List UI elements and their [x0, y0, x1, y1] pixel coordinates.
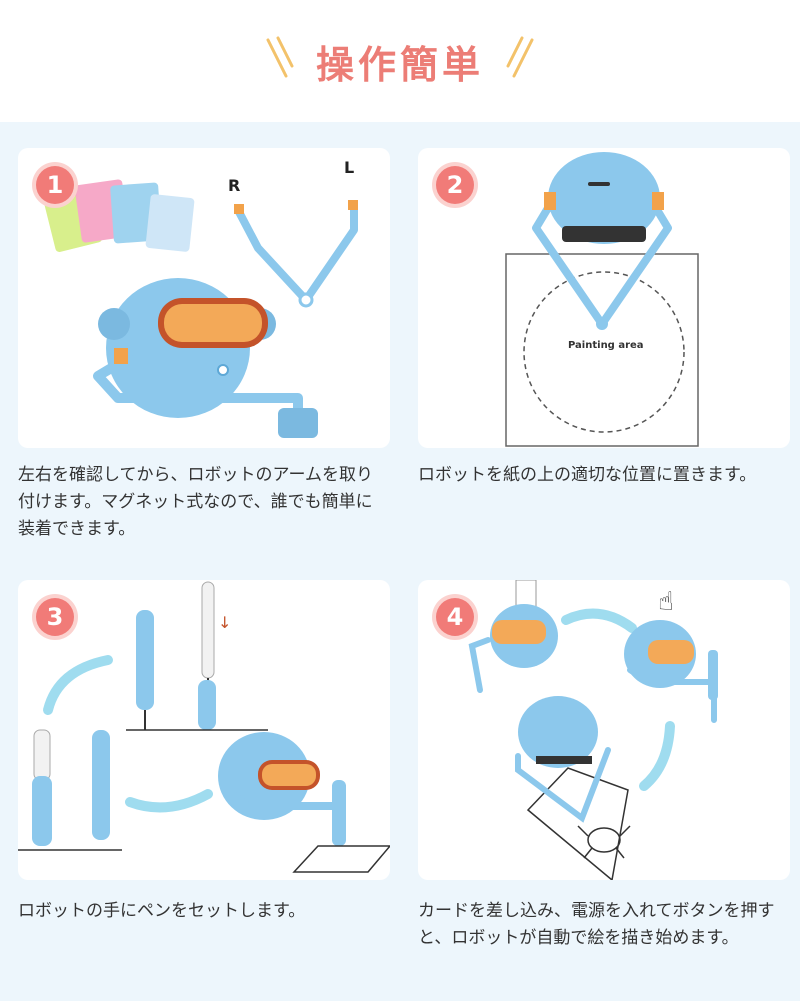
sparkle-left-icon: [266, 36, 294, 78]
step-1-badge: 1: [36, 166, 74, 204]
step-2-illustration: [505, 152, 699, 447]
step-2-card: 2 Painting area: [418, 148, 790, 448]
step-2-description: ロボットを紙の上の適切な位置に置きます。: [418, 465, 757, 485]
arm-label-r: R: [228, 176, 241, 195]
step-3-illustration: ↓: [18, 581, 390, 873]
step-3-badge: 3: [36, 598, 74, 636]
step-3-card: ↓ 3: [18, 580, 390, 880]
step-4-badge: 4: [436, 598, 474, 636]
crab-drawing-icon: [577, 825, 631, 859]
step-4-illustration: ☝: [468, 580, 718, 880]
step-1-illustration: [43, 179, 358, 438]
step-1-card: 1 R L: [18, 148, 390, 448]
svg-text:↓: ↓: [218, 613, 231, 632]
step-4-card: ☝ 4: [418, 580, 790, 880]
arm-label-l: L: [344, 158, 355, 177]
header: 操作簡単: [0, 0, 800, 122]
step-3-description: ロボットの手にペンをセットします。: [18, 901, 306, 921]
step-1-description: 左右を確認してから、ロボットのアームを取り付けます。マグネット式なので、誰でも簡…: [18, 465, 373, 539]
step-4-description: カードを差し込み、電源を入れてボタンを押すと、ロボットが自動で絵を描き始めます。: [418, 901, 775, 948]
step-2-badge: 2: [436, 166, 474, 204]
steps-section: 1 R L 2 Painting area ↓: [0, 122, 800, 1001]
pointing-hand-icon: ☝: [658, 587, 674, 617]
painting-area-label: Painting area: [568, 340, 644, 351]
page-title: 操作簡単: [315, 43, 484, 87]
sparkle-right-icon: [506, 36, 534, 78]
